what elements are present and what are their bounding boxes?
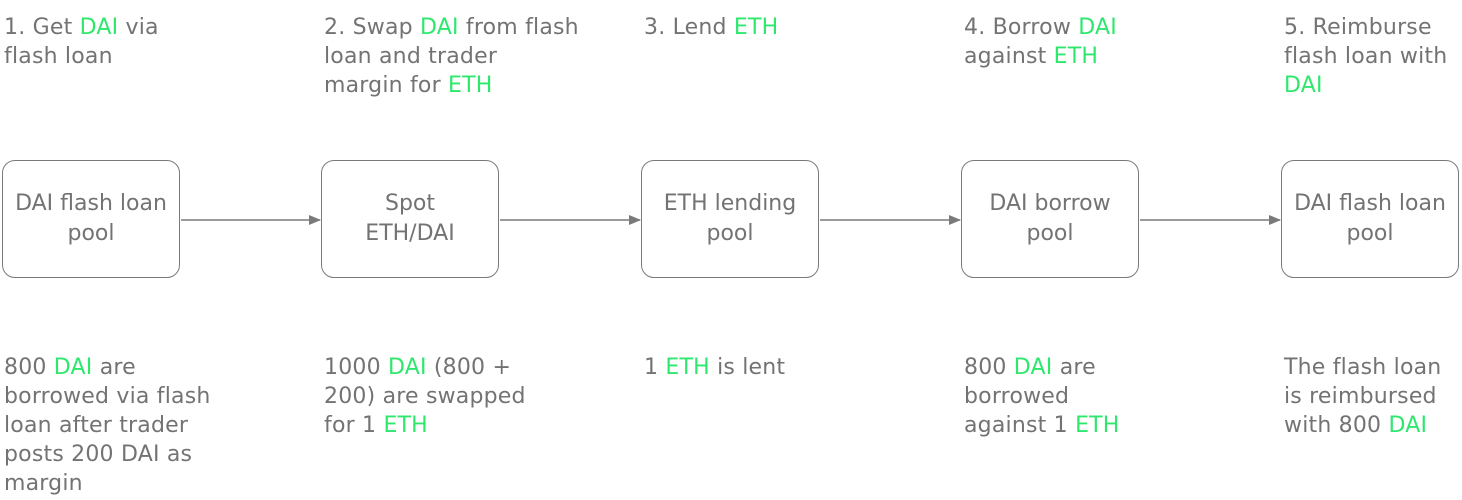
highlight-token: DAI <box>1284 73 1323 98</box>
pool-label: DAI flash loan pool <box>15 191 167 246</box>
text-segment: 800 <box>4 355 54 380</box>
step-2-description: 1000 DAI (800 + 200) are swapped for 1 E… <box>324 353 544 440</box>
dai-borrow-pool-box: DAI borrow pool <box>961 160 1139 278</box>
pool-label: DAI flash loan pool <box>1294 191 1446 246</box>
pool-label: Spot ETH/DAI <box>365 191 455 246</box>
text-segment: are borrowed via flash loan after trader… <box>4 355 211 496</box>
text-segment: 1 <box>644 355 666 380</box>
text-segment: The flash loan is reimbursed with 800 <box>1284 355 1442 438</box>
highlight-token: DAI <box>387 355 427 380</box>
step-5-title: 5. Reimburse flash loan with DAI <box>1284 13 1462 100</box>
text-segment: are borrowed against 1 <box>964 355 1096 438</box>
highlight-token: DAI <box>1388 413 1428 438</box>
highlight-token: DAI <box>419 15 459 40</box>
text-segment: against <box>964 44 1054 69</box>
highlight-token: DAI <box>1013 355 1053 380</box>
step-1-description: 800 DAI are borrowed via flash loan afte… <box>4 353 229 498</box>
step-2-title: 2. Swap DAI from flash loan and trader m… <box>324 13 579 100</box>
highlight-token: ETH <box>665 355 710 380</box>
text-segment: 3. Lend <box>644 15 734 40</box>
highlight-token: ETH <box>448 73 493 98</box>
step-1-title: 1. Get DAI via flash loan <box>4 13 179 71</box>
step-5-description: The flash loan is reimbursed with 800 DA… <box>1284 353 1454 440</box>
text-segment: 1. Get <box>4 15 80 40</box>
pool-label: ETH lending pool <box>663 191 797 246</box>
highlight-token: DAI <box>1078 15 1117 40</box>
dai-flash-loan-pool-box-final: DAI flash loan pool <box>1281 160 1459 278</box>
text-segment: is lent <box>709 355 786 380</box>
text-segment: 2. Swap <box>324 15 420 40</box>
pool-label: DAI borrow pool <box>989 191 1111 246</box>
step-3-description: 1 ETH is lent <box>644 353 824 382</box>
step-4-title: 4. Borrow DAI against ETH <box>964 13 1139 71</box>
text-segment: (800 + 200) are swapped for 1 <box>324 355 526 438</box>
text-segment: from flash loan and trader margin for <box>324 15 579 98</box>
step-3-title: 3. Lend ETH <box>644 13 819 42</box>
eth-lending-pool-box: ETH lending pool <box>641 160 819 278</box>
text-segment: 4. Borrow <box>964 15 1079 40</box>
highlight-token: ETH <box>733 15 779 40</box>
text-segment: 1000 <box>324 355 388 380</box>
highlight-token: DAI <box>79 15 119 40</box>
text-segment: 5. Reimburse flash loan with <box>1284 15 1448 69</box>
dai-flash-loan-pool-box: DAI flash loan pool <box>2 160 180 278</box>
highlight-token: ETH <box>1075 413 1120 438</box>
step-4-description: 800 DAI are borrowed against 1 ETH <box>964 353 1134 440</box>
text-segment: via flash loan <box>4 15 159 69</box>
highlight-token: ETH <box>1053 44 1099 69</box>
text-segment: 800 <box>964 355 1014 380</box>
highlight-token: ETH <box>383 413 428 438</box>
highlight-token: DAI <box>53 355 93 380</box>
spot-eth-dai-box: Spot ETH/DAI <box>321 160 499 278</box>
